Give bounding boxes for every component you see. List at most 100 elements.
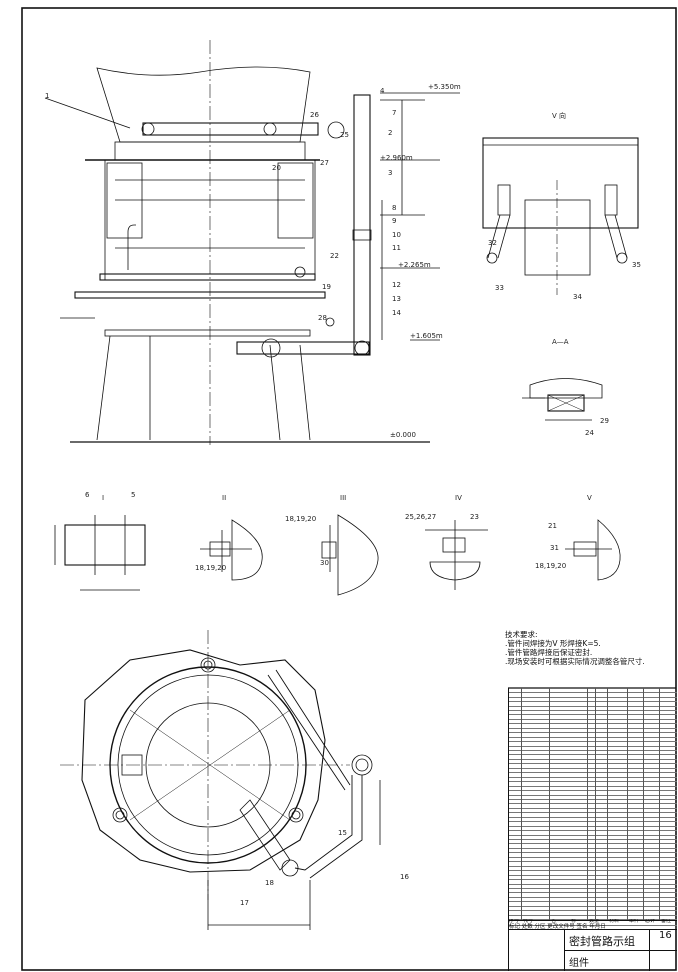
bom-row [509, 777, 677, 783]
label-view-v: V 向 [552, 112, 567, 120]
tech-item: .管件间焊接为V 形焊接K=5. [505, 639, 601, 648]
bom-row [509, 733, 677, 738]
bom-row [509, 764, 677, 769]
bom-row [509, 826, 677, 832]
bom-row [509, 781, 677, 787]
tech-item: .现场安装时可根据实际情况调整各管尺寸. [505, 657, 645, 666]
bom-row [509, 915, 677, 921]
bom-row [509, 688, 677, 694]
bom-column-line [595, 688, 596, 920]
label-detail-iii: III [340, 494, 347, 502]
part-number: 8 [392, 204, 397, 212]
bom-row [509, 692, 677, 698]
detail-i [54, 515, 146, 591]
part-number: 13 [392, 295, 401, 303]
plan-view [60, 630, 381, 930]
label-detail-iv: IV [455, 494, 462, 502]
bom-row [509, 795, 677, 800]
bom-row [509, 888, 677, 894]
detail-iii [321, 514, 379, 596]
bom-row [509, 911, 677, 916]
bom-header-cell: 材料 [609, 919, 620, 925]
part-number: 23 [470, 513, 479, 521]
part-number: 6 [85, 491, 90, 499]
part-number: 10 [392, 231, 401, 239]
bom-column-line [607, 688, 608, 920]
part-number: 15 [338, 829, 347, 837]
bom-row [509, 839, 677, 845]
sheet-number: 16 [659, 930, 672, 941]
part-number: 27 [320, 159, 329, 167]
elevation-label: +1.605m [410, 332, 443, 340]
view-v [482, 137, 639, 295]
bom-row [509, 737, 677, 743]
bom-row [509, 755, 677, 760]
bom-row [509, 857, 677, 863]
bom-header-cell: 备注 [661, 919, 672, 925]
tech-heading: 技术要求: [505, 630, 538, 639]
part-number: 2 [388, 129, 393, 137]
detail-ref: 25,26,27 [405, 513, 437, 521]
bom-row [509, 790, 677, 796]
bill-of-materials: 序号代号名称数量材料单件总计备注 [508, 688, 677, 927]
bom-row [509, 906, 677, 912]
part-number: 24 [585, 429, 594, 437]
part-number: 32 [488, 239, 497, 247]
drawing-title: 密封管路示组 [569, 935, 635, 948]
part-number: 25 [340, 131, 349, 139]
main-elevation-view [44, 40, 460, 445]
bom-column-line [549, 688, 550, 920]
bom-row [509, 870, 677, 876]
drawing-frame [21, 7, 677, 971]
part-number: 16 [400, 873, 409, 881]
detail-ii [200, 519, 263, 581]
bom-row [509, 848, 677, 854]
bom-row [509, 822, 677, 827]
part-number: 34 [573, 293, 582, 301]
bom-column-line [643, 688, 644, 920]
part-number: 22 [330, 252, 339, 260]
bom-header-row: 序号代号名称数量材料单件总计备注 [509, 919, 677, 927]
bom-row [509, 697, 677, 703]
bom-row [509, 844, 677, 849]
bom-row [509, 817, 677, 823]
bom-row [509, 728, 677, 734]
part-number: 17 [240, 899, 249, 907]
bom-row [509, 884, 677, 889]
part-number: 12 [392, 281, 401, 289]
part-number: 14 [392, 309, 401, 317]
part-number: 21 [548, 522, 557, 530]
elevation-label: +2.960m [380, 154, 413, 162]
bom-row [509, 902, 677, 907]
bom-row [509, 862, 677, 867]
part-number: 30 [320, 559, 329, 567]
part-number: 9 [392, 217, 397, 225]
part-number: 33 [495, 284, 504, 292]
detail-ref: 18,19,20 [195, 564, 227, 572]
bom-row [509, 786, 677, 792]
part-number: 3 [388, 169, 393, 177]
title-block-header: 标记 处数 分区 更改文件号 签名 年月日 [509, 924, 606, 930]
bom-row [509, 830, 677, 836]
bom-row [509, 875, 677, 881]
bom-header-cell: 数量 [589, 919, 600, 925]
part-number: 29 [600, 417, 609, 425]
bom-column-line [521, 688, 522, 920]
part-number: 20 [272, 164, 281, 172]
bom-row [509, 893, 677, 898]
bom-row [509, 866, 677, 872]
bom-row [509, 710, 677, 716]
bom-header-cell: 序号 [509, 919, 520, 925]
bom-row [509, 853, 677, 858]
section-aa [522, 378, 603, 421]
bom-row [509, 706, 677, 711]
part-number: 1 [45, 92, 50, 100]
bom-row [509, 813, 677, 818]
label-detail-i: I [102, 494, 105, 502]
bom-row [509, 724, 677, 729]
bom-row [509, 701, 677, 707]
label-detail-ii: II [222, 494, 227, 502]
technical-requirements: 技术要求: .管件间焊接为V 形焊接K=5. .管件管路焊接后保证密封. .现场… [505, 630, 645, 666]
part-number: 11 [392, 244, 401, 252]
